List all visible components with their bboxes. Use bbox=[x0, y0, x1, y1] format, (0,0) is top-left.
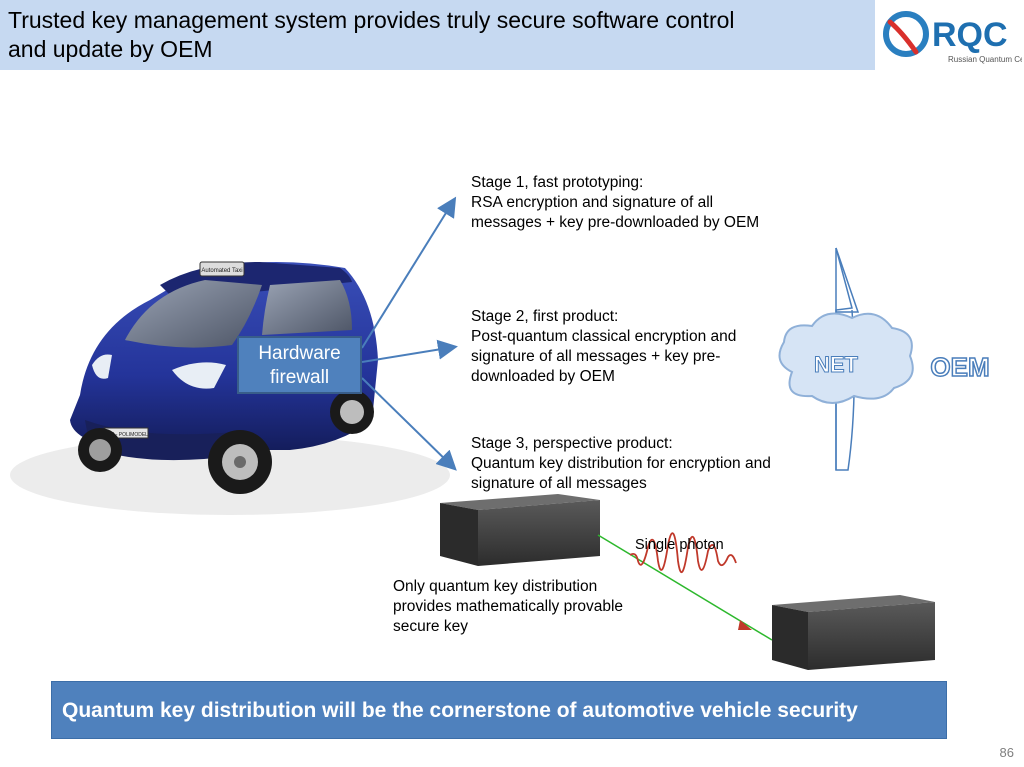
arrow-to-stage-2 bbox=[361, 339, 458, 363]
arrow-to-stage-1 bbox=[361, 196, 457, 349]
qkd-receiver-device bbox=[772, 595, 935, 670]
footer-banner: Quantum key distribution will be the cor… bbox=[51, 681, 947, 739]
stage-1-line-1: Stage 1, fast prototyping: bbox=[471, 174, 644, 191]
stage-1-text: Stage 1, fast prototyping: RSA encryptio… bbox=[471, 173, 759, 233]
title-line-1: Trusted key management system provides t… bbox=[8, 7, 735, 33]
stage-3-line-2: Quantum key distribution for encryption … bbox=[471, 455, 771, 472]
single-photon-label: Single photon bbox=[635, 537, 724, 553]
page-number: 86 bbox=[999, 745, 1014, 760]
stage-3-line-3: signature of all messages bbox=[471, 475, 647, 492]
oem-label: OEM bbox=[930, 352, 989, 382]
logo-subtext: Russian Quantum Center bbox=[948, 55, 1022, 64]
qkd-note-line-1: Only quantum key distribution bbox=[393, 578, 598, 595]
stage-2-line-1: Stage 2, first product: bbox=[471, 308, 619, 325]
photon-wave-icon bbox=[629, 532, 737, 574]
stage-1-line-3: messages + key pre-downloaded by OEM bbox=[471, 214, 760, 231]
arrow-to-stage-3 bbox=[361, 377, 457, 471]
stage-3-line-1: Stage 3, perspective product: bbox=[471, 435, 673, 452]
qkd-note-line-2: provides mathematically provable bbox=[393, 598, 624, 615]
logo-swoosh-icon bbox=[887, 19, 919, 55]
qkd-note-line-3: secure key bbox=[393, 618, 468, 635]
stage-2-line-4: downloaded by OEM bbox=[471, 368, 615, 385]
stage-3-text: Stage 3, perspective product: Quantum ke… bbox=[471, 434, 771, 494]
logo-ring-icon bbox=[883, 11, 929, 57]
slide-title: Trusted key management system provides t… bbox=[8, 6, 868, 64]
stage-2-text: Stage 2, first product: Post-quantum cla… bbox=[471, 307, 736, 387]
title-bar: Trusted key management system provides t… bbox=[0, 0, 875, 70]
hardware-firewall-box: Hardware firewall bbox=[237, 336, 362, 394]
qkd-note: Only quantum key distribution provides m… bbox=[393, 577, 623, 637]
photon-arrowhead bbox=[738, 620, 752, 630]
net-cloud-icon bbox=[778, 312, 914, 404]
title-line-2: and update by OEM bbox=[8, 36, 213, 62]
stage-2-line-2: Post-quantum classical encryption and bbox=[471, 328, 737, 345]
rqc-logo: RQC Russian Quantum Center bbox=[883, 11, 1022, 64]
stage-2-line-3: signature of all messages + key pre- bbox=[471, 348, 721, 365]
firewall-line-1: Hardware bbox=[258, 343, 341, 364]
logo-text: RQC bbox=[932, 16, 1008, 54]
firewall-line-2: firewall bbox=[269, 367, 330, 388]
net-label: NET bbox=[814, 352, 859, 377]
qkd-sender-device bbox=[440, 494, 600, 566]
stage-1-line-2: RSA encryption and signature of all bbox=[471, 194, 714, 211]
